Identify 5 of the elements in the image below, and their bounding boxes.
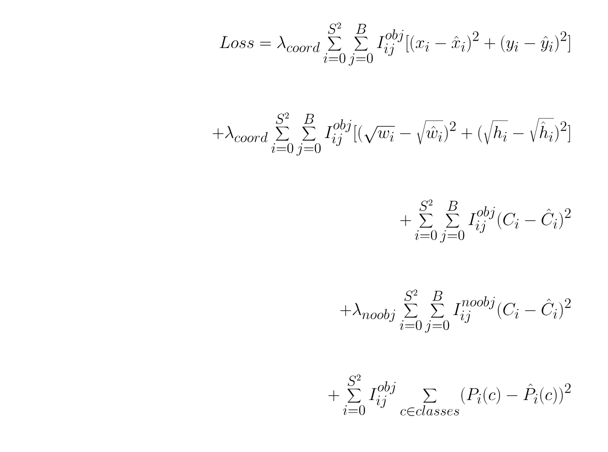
formula: $+ \sum_{i=0}^{S^2} \sum_{j=0}^{B} I_{ij}^{obj} (C_i - \hat{C}_i)^2$ (400, 200, 571, 243)
formula: $Loss = \lambda_{coord} \sum_{i=0}^{S^2} \sum_{j=0}^{B} I_{ij}^{obj} [(x_i - \hat{x}_i)^2 + (y_i - \hat{y}_i)^2]$ (220, 22, 570, 66)
formula: $+\lambda_{noobj} \sum_{i=0}^{S^2} \sum_{j=0}^{B} I_{ij}^{noobj} (C_i - \hat{C}_i)^2$ (340, 290, 571, 333)
formula: $+\lambda_{coord} \sum_{i=0}^{S^2} \sum_{j=0}^{B} I_{ij}^{obj} [(\sqrt{w_i} - \sqrt{\hat{w}_i})^2 + (\sqrt{h_i} - \sqrt{\hat{h}_i})^2]$ (212, 112, 570, 156)
formula: $+ \sum_{i=0}^{S^2} I_{ij}^{obj} \sum_{c \in classes} (P_i(c) - \hat{P}_i(c))^2$ (328, 374, 571, 416)
